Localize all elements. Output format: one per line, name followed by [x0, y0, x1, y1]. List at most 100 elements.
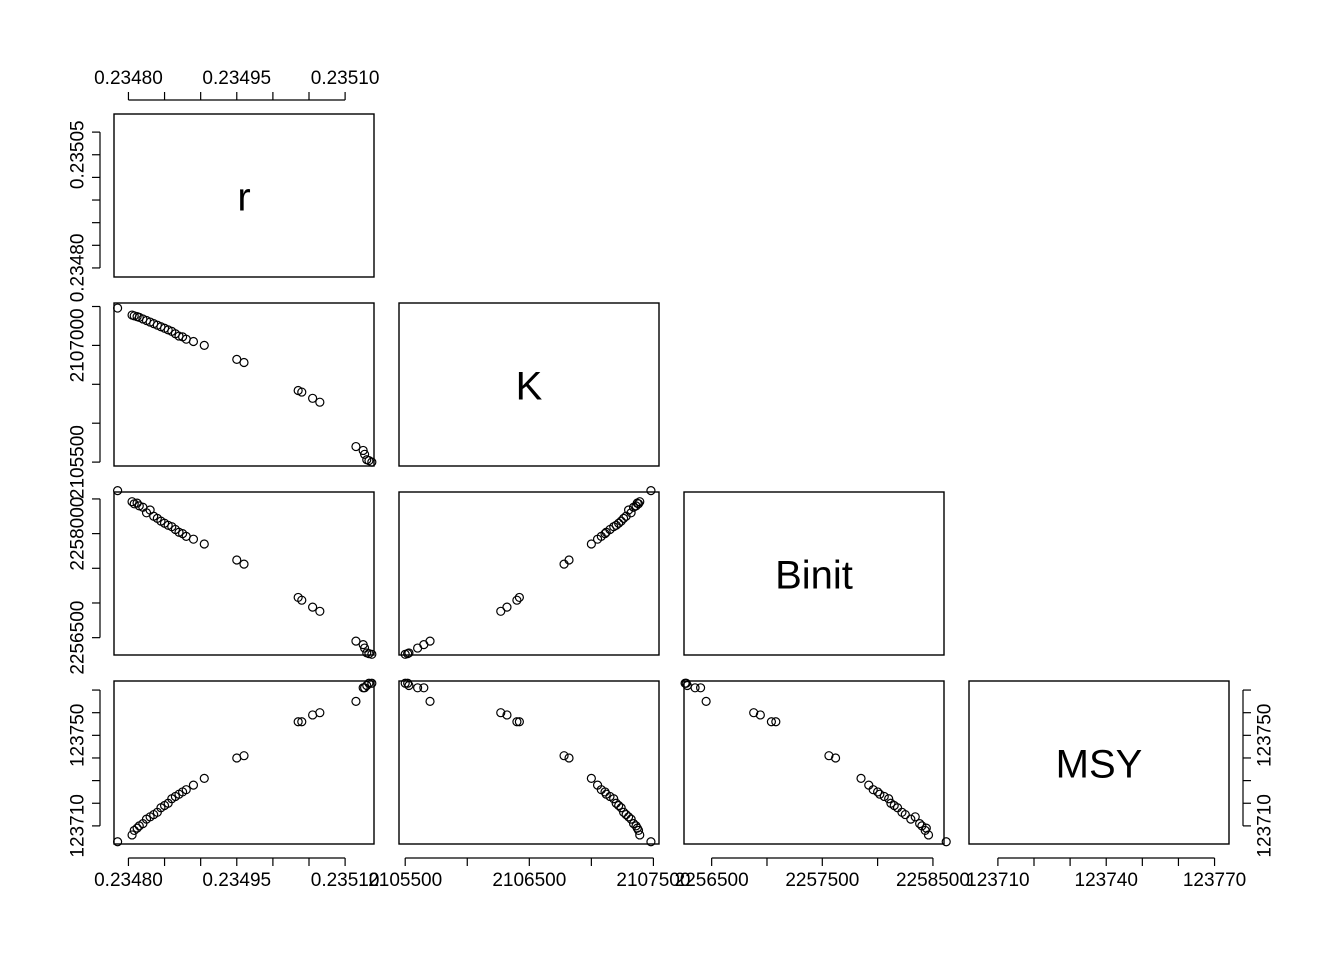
point-K-r-28: [360, 449, 370, 459]
point-MSY-r-25: [315, 708, 325, 718]
point-K-r-21: [239, 357, 249, 368]
y-tick-label-MSY-0: 123710: [1255, 794, 1276, 857]
point-MSY-r-3: [132, 823, 142, 833]
point-MSY-Binit-24: [755, 710, 765, 720]
point-MSY-Binit-14: [879, 791, 889, 802]
x-tick-label-r-1: 0.23495: [202, 68, 271, 89]
point-MSY-Binit-15: [875, 789, 885, 799]
point-MSY-Binit-4: [917, 821, 927, 831]
x-tick-label-Binit-0: 2256500: [675, 870, 749, 891]
point-Binit-r-26: [351, 636, 361, 646]
point-MSY-Binit-19: [856, 773, 866, 783]
diagonal-label-r: r: [237, 176, 250, 220]
point-Binit-K-0: [646, 486, 656, 496]
point-MSY-Binit-22: [771, 717, 781, 727]
y-tick-label-K-1: 2107000: [68, 308, 89, 382]
x-tick-label-MSY-1: 123740: [1075, 870, 1138, 891]
point-MSY-r-0: [113, 837, 123, 847]
point-K-r-0: [113, 303, 123, 313]
point-Binit-K-9: [619, 513, 629, 523]
point-MSY-K-31: [400, 678, 410, 688]
y-tick-label-r-1: 0.23505: [68, 120, 89, 189]
x-tick-label-r-0: 0.23480: [94, 68, 163, 89]
point-MSY-K-19: [586, 773, 596, 783]
point-MSY-K-30: [403, 678, 413, 688]
y-tick-label-Binit-0: 2256500: [68, 601, 89, 675]
point-Binit-K-28: [413, 643, 423, 653]
panel-Binit-vs-r: [113, 491, 375, 656]
point-K-r-19: [199, 340, 209, 351]
panel-K-vs-r: [113, 302, 375, 467]
x-tick-label-r-2: 0.23510: [311, 68, 380, 89]
point-MSY-K-23: [512, 717, 522, 727]
point-K-r-24: [308, 393, 318, 403]
point-MSY-K-26: [425, 696, 435, 706]
x-tick-label-K-1: 2106500: [492, 870, 566, 891]
panel-MSY-vs-Binit: [683, 680, 945, 845]
point-MSY-K-4: [631, 821, 641, 831]
point-K-r-31: [367, 457, 377, 467]
point-MSY-K-21: [559, 751, 569, 761]
point-MSY-K-22: [514, 717, 524, 727]
point-MSY-Binit-20: [830, 753, 841, 763]
x-tick-label-K-2: 2107500: [616, 870, 690, 891]
point-MSY-r-17: [181, 785, 191, 795]
point-MSY-r-2: [129, 825, 139, 836]
point-Binit-r-24: [308, 602, 318, 612]
point-Binit-K-5: [628, 502, 639, 512]
x-tick-label-Binit-1: 2257500: [785, 870, 859, 891]
point-Binit-K-24: [502, 602, 512, 612]
diagonal-label-Binit: Binit: [775, 554, 853, 598]
point-MSY-r-19: [199, 773, 209, 783]
point-MSY-K-5: [628, 819, 639, 829]
x-tick-label-r-1: 0.23495: [202, 870, 271, 891]
point-MSY-Binit-23: [766, 717, 777, 727]
point-MSY-K-25: [496, 708, 506, 718]
point-MSY-r-1: [127, 830, 137, 840]
point-Binit-K-23: [512, 595, 522, 605]
point-K-r-18: [188, 336, 199, 347]
point-K-r-27: [358, 445, 368, 456]
point-MSY-r-31: [367, 678, 377, 688]
point-MSY-K-28: [413, 683, 423, 693]
point-MSY-Binit-18: [864, 780, 874, 790]
y-tick-label-r-0: 0.23480: [68, 234, 89, 303]
point-MSY-Binit-7: [910, 812, 920, 822]
x-tick-label-MSY-0: 123710: [966, 870, 1029, 891]
panel-K-vs-K: [398, 302, 660, 467]
point-Binit-K-21: [559, 559, 569, 569]
point-MSY-Binit-3: [921, 823, 931, 833]
point-Binit-K-22: [514, 592, 524, 603]
point-MSY-Binit-27: [695, 683, 706, 693]
point-K-r-23: [297, 387, 307, 397]
point-MSY-K-7: [623, 812, 634, 822]
point-Binit-r-23: [297, 595, 307, 605]
point-MSY-Binit-0: [941, 837, 951, 847]
x-tick-label-r-2: 0.23510: [311, 870, 380, 891]
point-Binit-K-4: [631, 501, 641, 511]
point-MSY-K-27: [419, 683, 429, 693]
point-MSY-r-22: [293, 717, 303, 727]
point-MSY-r-23: [297, 717, 307, 727]
point-Binit-r-19: [199, 539, 209, 549]
point-MSY-Binit-21: [824, 751, 834, 761]
diagonal-label-MSY: MSY: [1056, 743, 1143, 787]
y-tick-label-MSY-1: 123750: [1255, 704, 1276, 767]
point-Binit-K-19: [586, 539, 596, 549]
point-MSY-Binit-13: [884, 794, 894, 804]
point-MSY-K-15: [601, 789, 611, 799]
point-MSY-K-24: [502, 710, 512, 720]
point-MSY-Binit-5: [915, 819, 925, 829]
point-MSY-r-30: [364, 678, 374, 688]
panel-MSY-vs-MSY: [968, 680, 1230, 845]
point-MSY-Binit-12: [886, 798, 896, 808]
x-tick-label-r-0: 0.23480: [94, 870, 163, 891]
y-tick-label-MSY-0: 123710: [68, 794, 89, 857]
point-Binit-r-0: [113, 486, 123, 496]
panel-MSY-vs-K: [398, 680, 660, 845]
x-tick-label-MSY-2: 123770: [1183, 870, 1246, 891]
point-Binit-r-31: [367, 649, 377, 659]
x-tick-label-Binit-2: 2258500: [896, 870, 970, 891]
y-tick-label-Binit-1: 2258000: [68, 497, 89, 571]
